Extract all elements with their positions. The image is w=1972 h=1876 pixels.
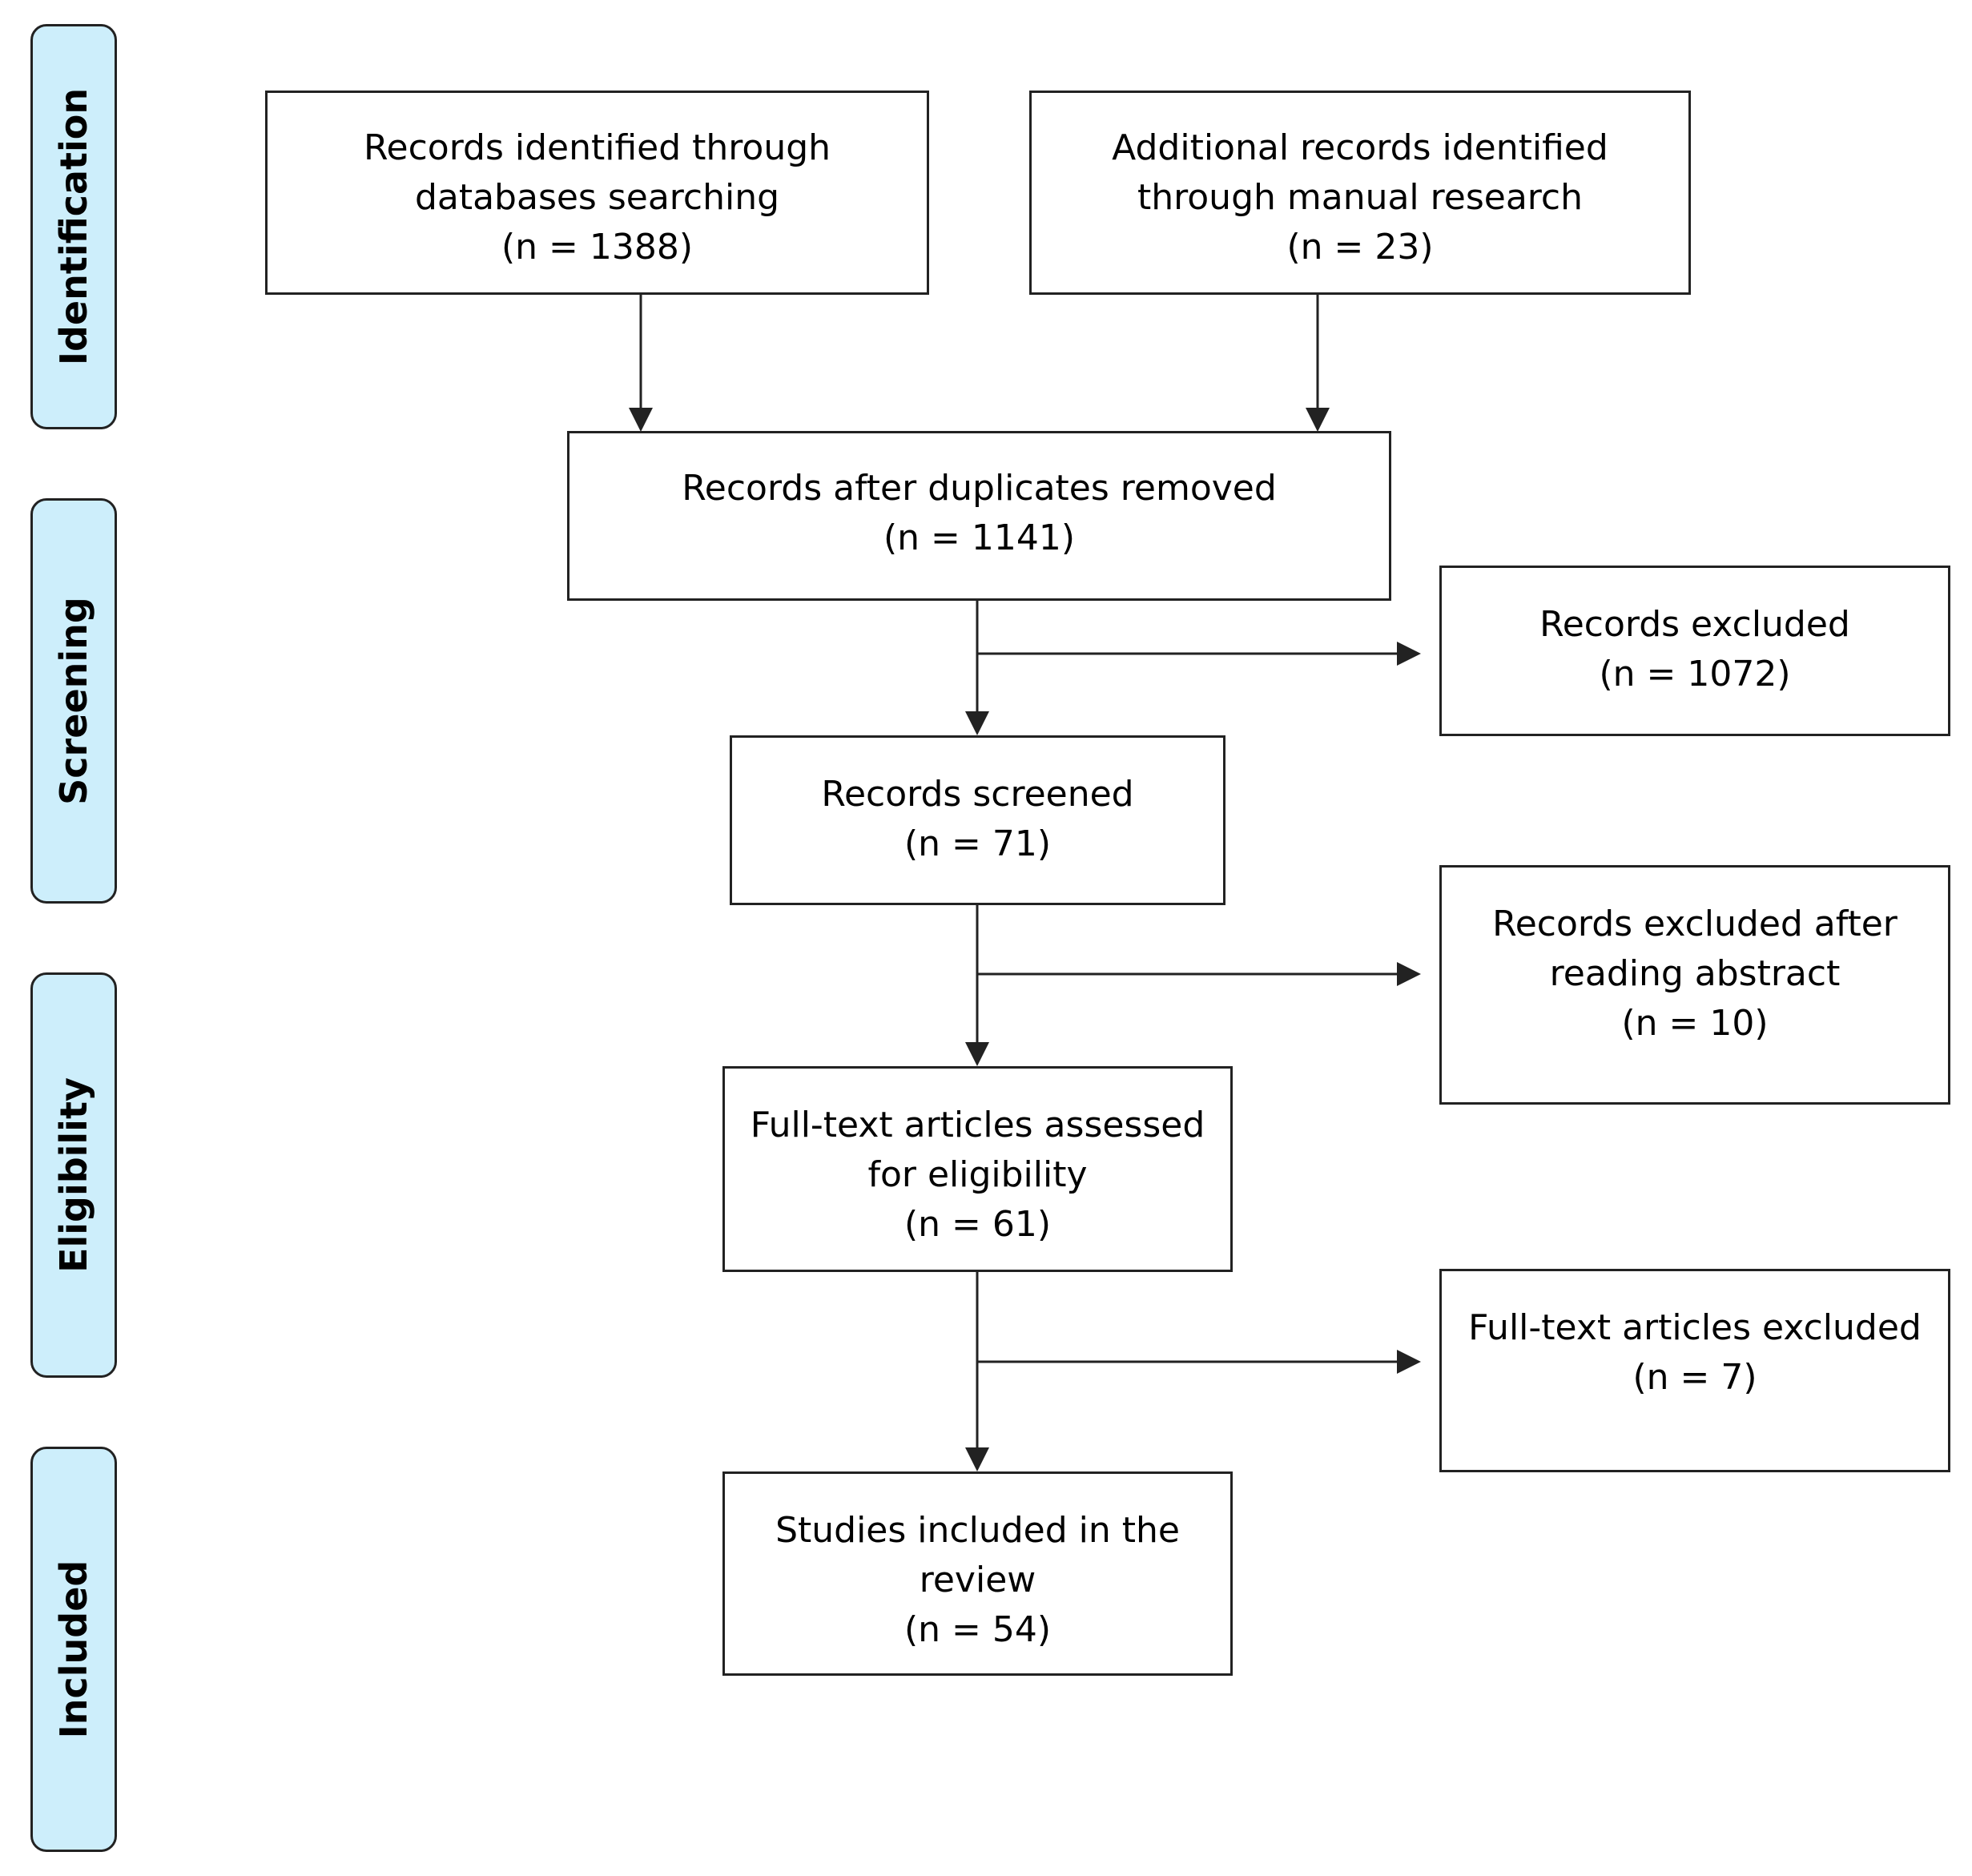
box-excluded-abstract-line2: reading abstract: [1549, 953, 1841, 994]
box-duplicates-removed-line1: Records after duplicates removed: [682, 468, 1277, 509]
box-records-excluded: Records excluded (n = 1072): [1439, 566, 1950, 736]
box-duplicates-removed: Records after duplicates removed (n = 11…: [567, 431, 1391, 601]
box-fulltext-excluded-line1: Full-text articles excluded: [1468, 1307, 1922, 1348]
box-records-databases-line2: databases searching: [414, 177, 780, 218]
box-fulltext-excluded-count: (n = 7): [1632, 1357, 1757, 1398]
box-records-screened: Records screened (n = 71): [730, 735, 1225, 905]
phase-screening: Screening: [30, 498, 117, 904]
box-records-manual-count: (n = 23): [1286, 227, 1434, 268]
box-fulltext-assessed-count: (n = 61): [903, 1204, 1052, 1245]
box-records-excluded-count: (n = 1072): [1599, 654, 1791, 694]
phase-identification: Identification: [30, 24, 117, 429]
box-records-excluded-line1: Records excluded: [1539, 604, 1850, 645]
box-excluded-abstract: Records excluded after reading abstract …: [1439, 865, 1950, 1105]
box-duplicates-removed-count: (n = 1141): [883, 517, 1076, 558]
box-fulltext-assessed-line2: for eligibility: [867, 1154, 1088, 1195]
box-records-manual-line2: through manual research: [1137, 177, 1583, 218]
box-records-manual-line1: Additional records identified: [1112, 127, 1608, 168]
box-records-manual: Additional records identified through ma…: [1029, 91, 1691, 295]
box-records-databases: Records identified through databases sea…: [265, 91, 929, 295]
box-studies-included-count: (n = 54): [903, 1609, 1052, 1650]
box-records-screened-count: (n = 71): [903, 823, 1052, 864]
box-fulltext-assessed: Full-text articles assessed for eligibil…: [722, 1066, 1233, 1272]
box-fulltext-excluded: Full-text articles excluded (n = 7): [1439, 1269, 1950, 1472]
phase-included: Included: [30, 1447, 117, 1852]
phase-eligibility: Eligibility: [30, 972, 117, 1378]
box-records-databases-count: (n = 1388): [501, 227, 694, 268]
box-excluded-abstract-line1: Records excluded after: [1492, 904, 1898, 944]
box-studies-included-line1: Studies included in the: [775, 1510, 1180, 1551]
box-studies-included: Studies included in the review (n = 54): [722, 1471, 1233, 1676]
box-records-screened-line1: Records screened: [821, 774, 1134, 815]
box-fulltext-assessed-line1: Full-text articles assessed: [750, 1105, 1205, 1145]
box-records-databases-line1: Records identified through: [363, 127, 831, 168]
box-excluded-abstract-count: (n = 10): [1621, 1003, 1769, 1044]
box-studies-included-line2: review: [919, 1560, 1036, 1600]
